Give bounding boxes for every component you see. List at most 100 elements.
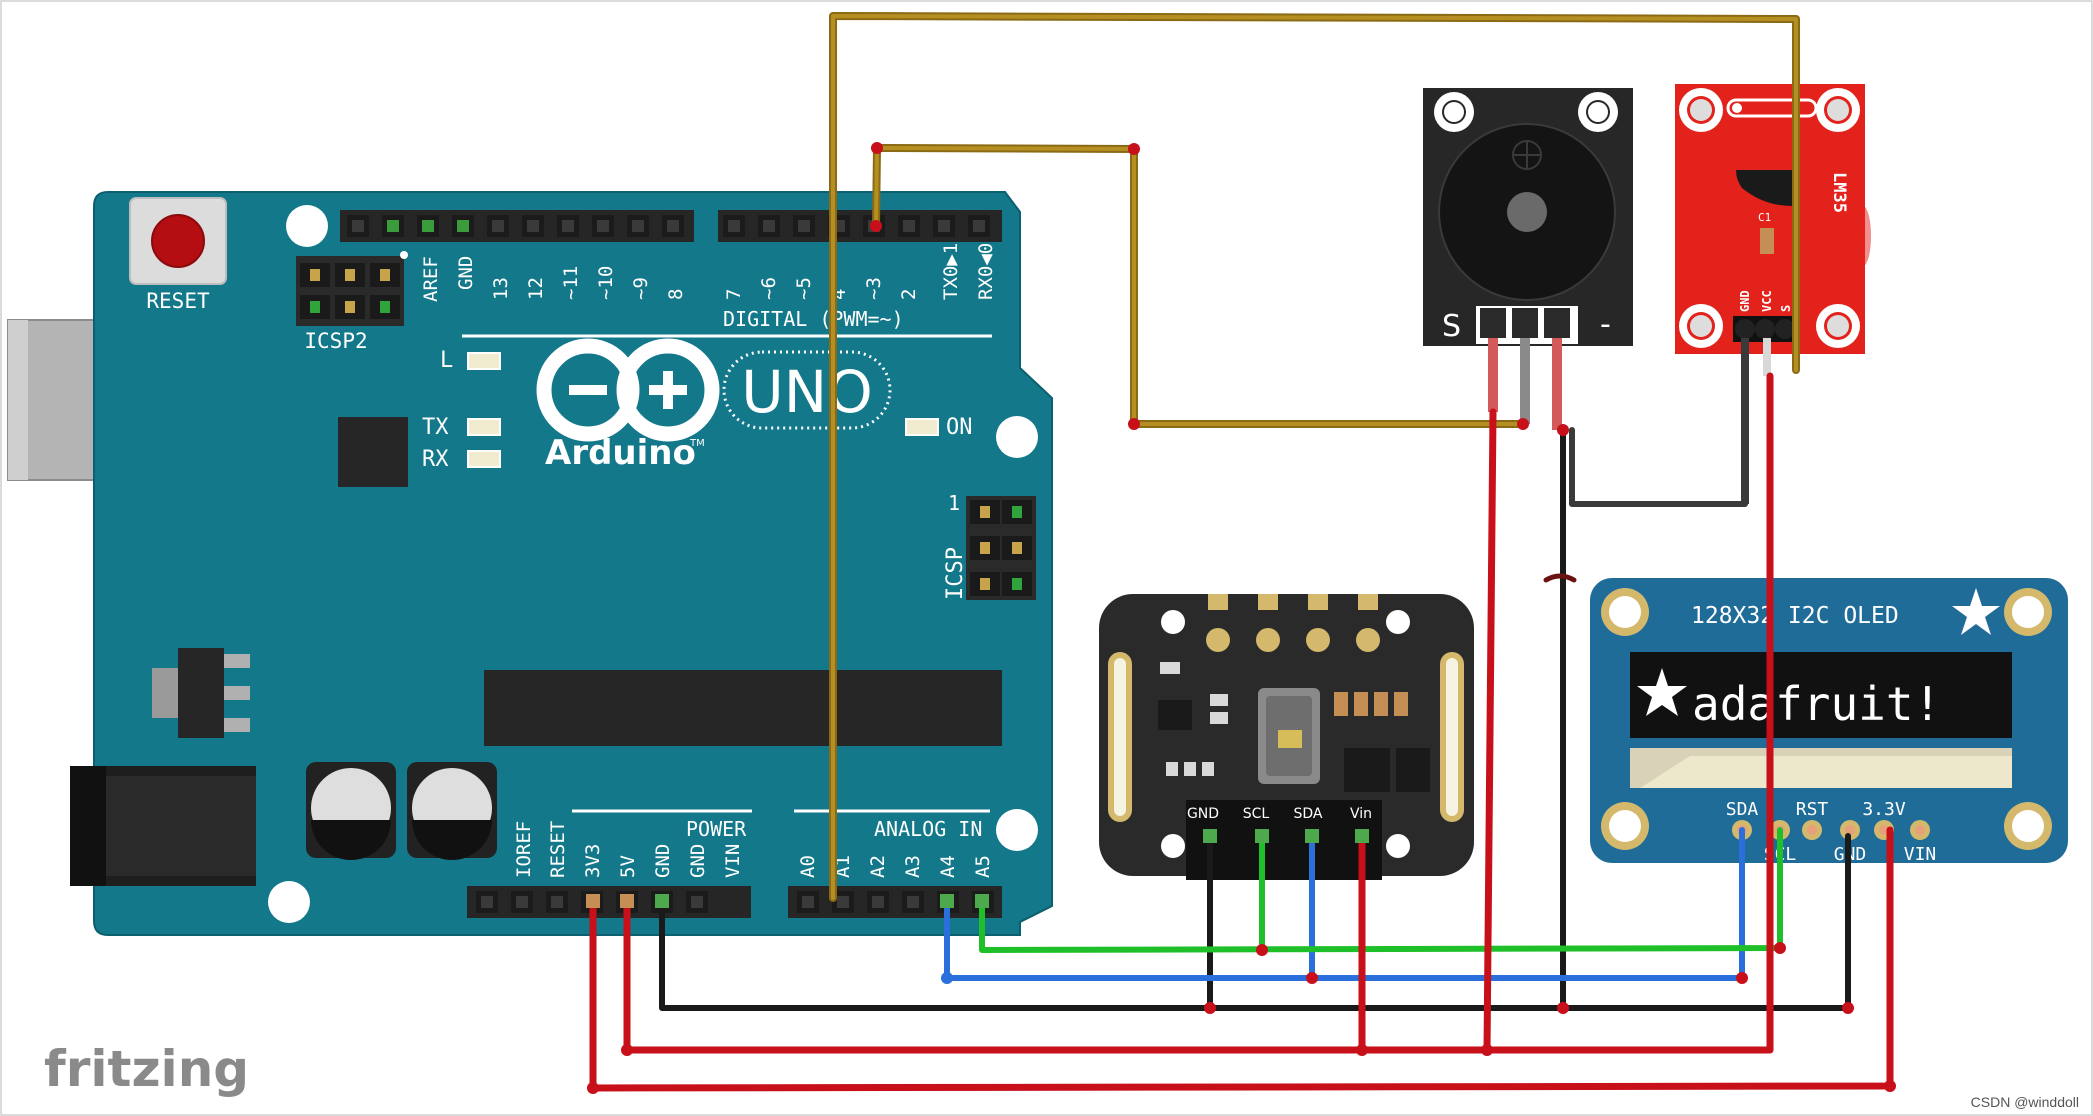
arduino-brand: Arduino (545, 433, 696, 473)
wire-black-crossover (1543, 573, 1577, 583)
header-pin (551, 896, 563, 908)
mounting-hole (286, 205, 328, 247)
header-pin (667, 220, 679, 232)
buzzer-module: S - (1423, 88, 1633, 346)
lm35-pin-label-2: S (1779, 305, 1793, 312)
icsp2-header (296, 251, 408, 326)
analog-pin-label-4: A4 (937, 855, 959, 878)
icsp-label: ICSP (943, 547, 968, 600)
power-pin-label-3: 5V (617, 855, 639, 878)
regulator-pin (224, 654, 250, 668)
header-pin (763, 220, 775, 232)
header-pin (907, 896, 919, 908)
power-title: POWER (686, 817, 747, 841)
digital-pin-label-4: ~9 (630, 277, 652, 300)
header-pin (938, 220, 950, 232)
lm35-capacitor (1760, 228, 1774, 254)
dc-jack-front (70, 766, 106, 886)
icsp-header (966, 496, 1036, 600)
lm35-pin-label-1: VCC (1760, 290, 1774, 312)
oled-top-pin-label-2: 3.3V (1862, 799, 1906, 820)
reset-button-cap[interactable] (151, 214, 205, 268)
led-tx-label: TX (422, 415, 449, 440)
regulator (178, 648, 224, 738)
adafruit-flower-icon (1952, 588, 2000, 635)
power-pin-label-6: VIN (722, 844, 744, 878)
icsp2-label: ICSP2 (304, 329, 367, 353)
wire-black-lm35-gnd (1569, 427, 1748, 507)
regulator-pin (224, 718, 250, 732)
buzzer-s-label: S (1442, 309, 1461, 344)
analog-pin-label-1: A1 (832, 855, 854, 878)
power-pin-label-1: RESET (547, 821, 569, 878)
wire-joints (587, 142, 1896, 1094)
oled-screen-text: adafruit! (1692, 677, 1941, 731)
main-chip (484, 670, 1002, 746)
pulse-pin-label-3: Vin (1350, 806, 1372, 822)
led-tx (467, 418, 501, 436)
led-on-label: ON (946, 415, 973, 440)
wire-red-5v-rail (623, 372, 1774, 1054)
lm35-sensor (1736, 170, 1792, 206)
arduino-pcb (93, 191, 1053, 936)
analog-pin-label-3: A3 (902, 855, 924, 878)
pulse-pin-label-0: GND (1187, 806, 1219, 822)
wire-green-scl (979, 827, 1783, 953)
arduino-tm: TM (689, 438, 705, 449)
header-pin (352, 220, 364, 232)
header-pin (837, 896, 849, 908)
mounting-hole (268, 881, 310, 923)
header-pin (492, 220, 504, 232)
digital-pin-label-10: ~3 (863, 277, 885, 300)
oled-top-pin-label-1: RST (1796, 799, 1829, 820)
header-pin (802, 896, 814, 908)
regulator-pin (224, 686, 250, 700)
watermark: CSDN @winddoll (1970, 1094, 2079, 1110)
wire-red-3v3-oled (589, 826, 1894, 1092)
digital-pin-label-9: 4 (828, 289, 850, 300)
header-pin (422, 220, 434, 232)
wire-gold-lm35-signal-highlight (831, 14, 1798, 900)
header-pin (562, 220, 574, 232)
header-pin (481, 896, 493, 908)
analog-header (788, 886, 1002, 918)
adafruit-screen-flower-icon (1637, 668, 1687, 716)
usb-connector-shade (8, 320, 28, 480)
header-pin (903, 220, 915, 232)
digital-pins-left (347, 215, 684, 237)
pulse-pin-label-1: SCL (1243, 806, 1270, 822)
oled-display (1630, 652, 2012, 738)
digital-pin-label-6: 7 (723, 289, 745, 300)
reset-label: RESET (146, 289, 210, 313)
arduino-infinity-logo (536, 338, 720, 442)
digital-pins-right (723, 215, 990, 237)
lm35-probe-hole (1732, 103, 1742, 113)
digital-pin-label-7: ~6 (758, 277, 780, 300)
buzzer-minus-label: - (1600, 307, 1611, 342)
wire-red-buzzer-vcc (1483, 408, 1497, 1054)
uno-model: UNO (741, 358, 873, 426)
analog-title: ANALOG IN (874, 817, 982, 841)
mounting-hole (996, 809, 1038, 851)
digital-pin-label-0: 13 (490, 277, 512, 300)
wire-black-gnd-rail (659, 833, 1851, 1011)
oled-top-pin-label-0: SDA (1726, 799, 1759, 820)
digital-pin-label-3: ~10 (595, 266, 617, 300)
capacitor (306, 762, 396, 860)
led-rx (467, 450, 501, 468)
header-pin (516, 896, 528, 908)
oled-title: 128X32 I2C OLED (1691, 603, 1899, 629)
lm35-name: LM35 (1829, 172, 1849, 213)
header-pin (728, 220, 740, 232)
power-pin-label-0: IOREF (513, 821, 535, 878)
power-pin-label-4: GND (652, 844, 674, 878)
power-header (467, 886, 751, 918)
power-pin-label-2: 3V3 (582, 844, 604, 878)
